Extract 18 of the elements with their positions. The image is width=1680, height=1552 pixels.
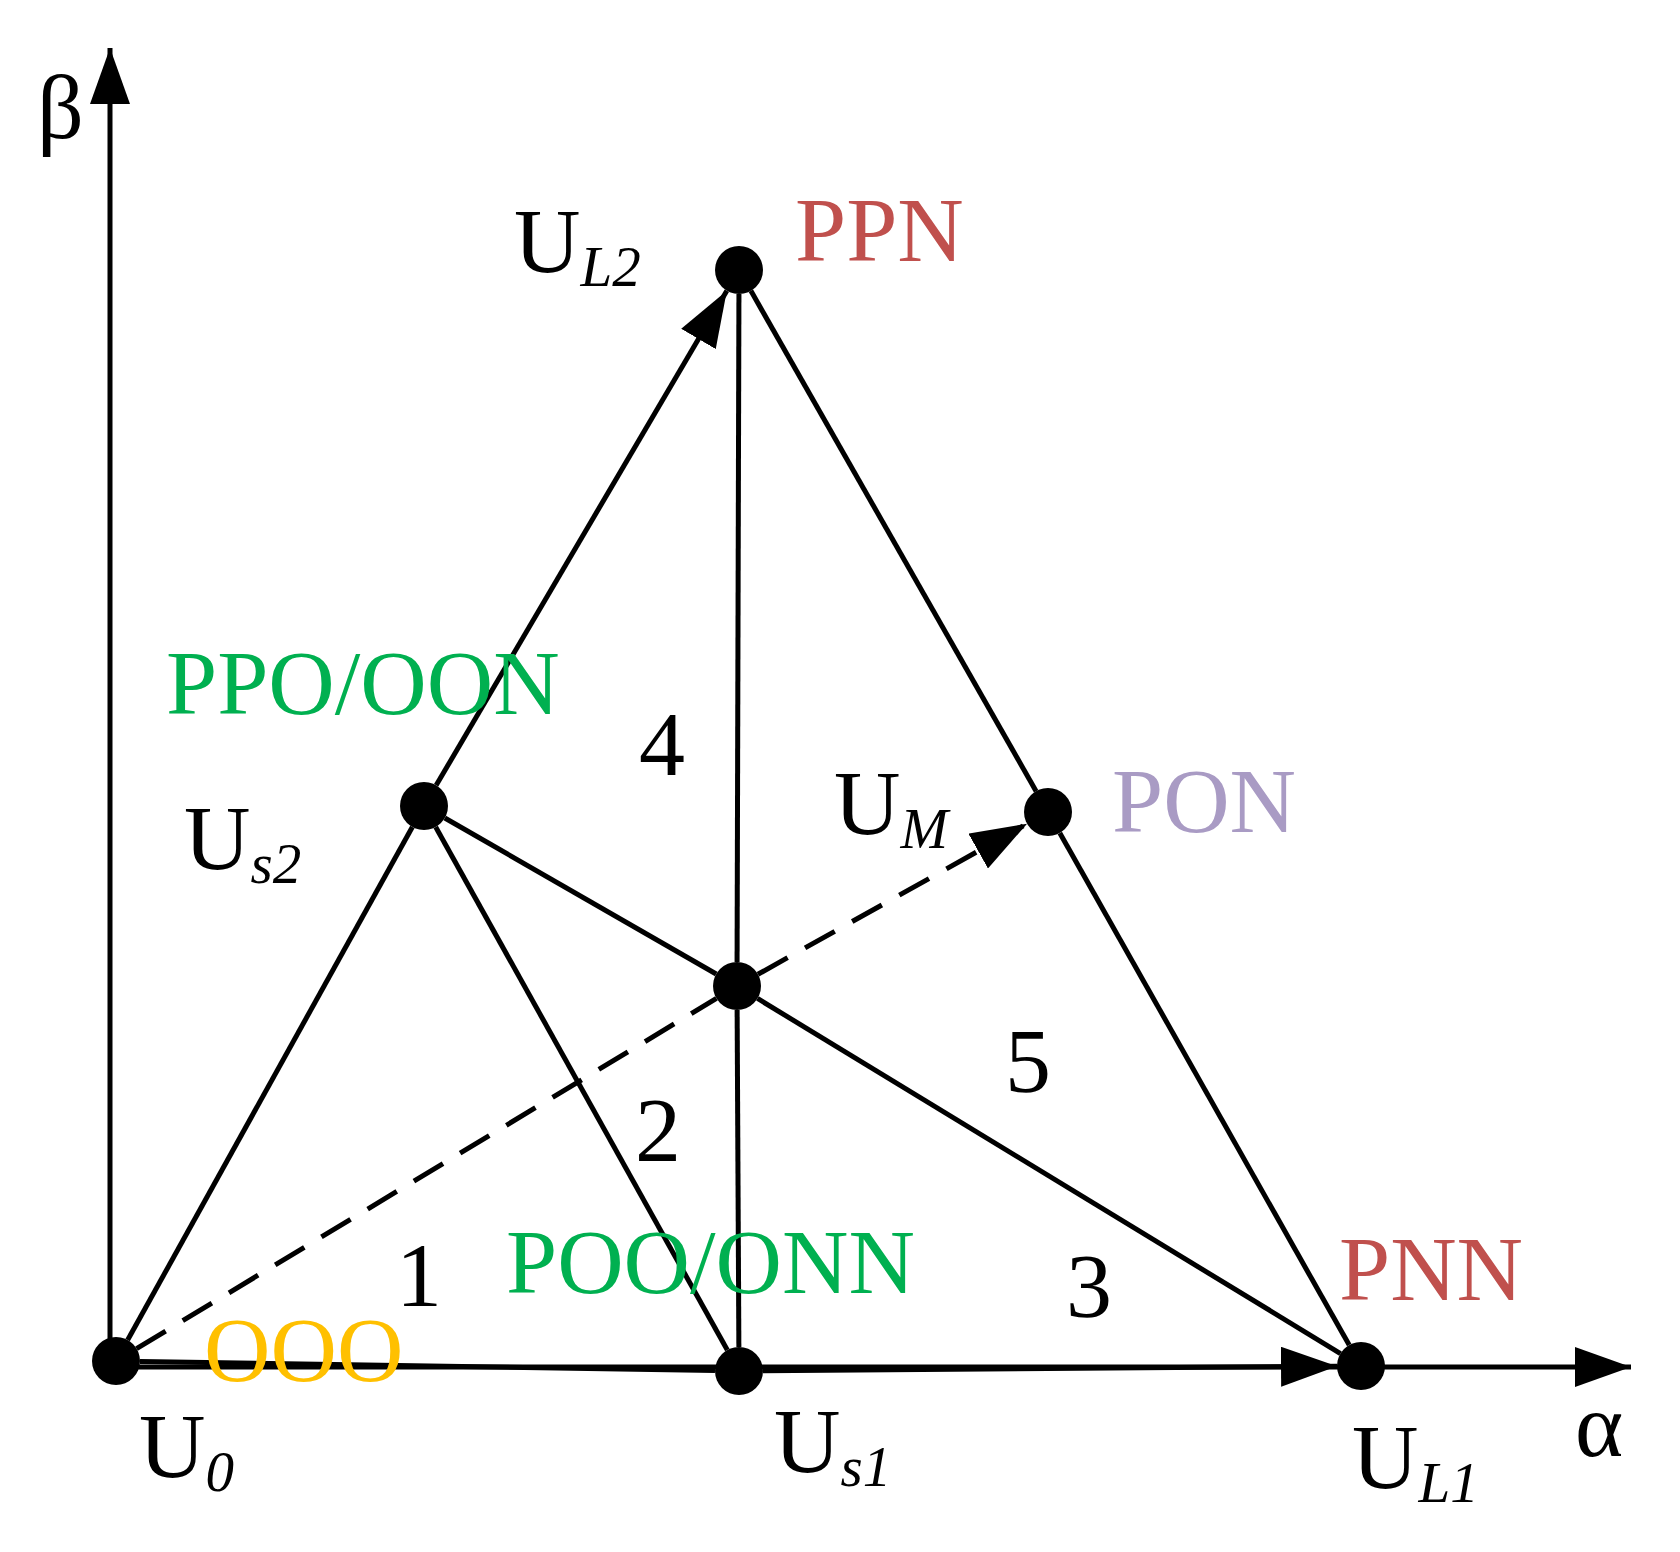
vector-label: U$_{s1}$ xyxy=(774,1395,892,1496)
region-number: 5 xyxy=(1005,1015,1051,1107)
region-number: 4 xyxy=(639,698,685,790)
vector-label: U$_{L2}$ xyxy=(514,195,641,296)
region-number: 2 xyxy=(635,1084,681,1176)
switching-state-label: PPN xyxy=(795,184,964,276)
region-number: 3 xyxy=(1066,1240,1112,1332)
vector-line xyxy=(762,1346,1338,1387)
vector-point xyxy=(713,962,761,1010)
switching-state-label: PNN xyxy=(1339,1223,1524,1315)
vector-label: U$_{s2}$ xyxy=(184,792,302,893)
switching-state-label: PON xyxy=(1112,755,1297,847)
vector-label: U$_{0}$ xyxy=(139,1400,234,1501)
axis-label: α xyxy=(1575,1379,1624,1471)
dashed-vector-line xyxy=(756,821,1029,977)
vector-label: U$_{L1}$ xyxy=(1352,1411,1479,1512)
region-number: 1 xyxy=(396,1229,442,1321)
vector-line xyxy=(434,289,729,787)
